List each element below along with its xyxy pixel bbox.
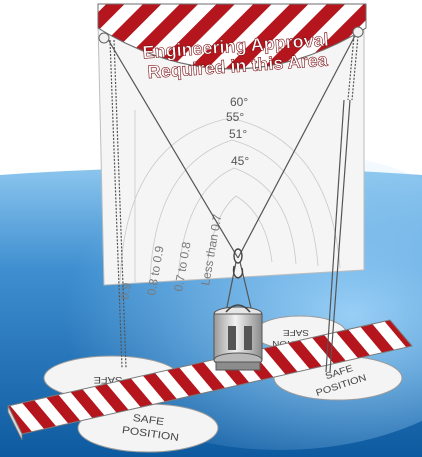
svg-text:SAFE: SAFE xyxy=(283,328,309,337)
angle-label-51: 51° xyxy=(229,127,247,141)
angle-label-45: 45° xyxy=(231,154,249,168)
zone-label-0-9: 0.9 xyxy=(117,281,134,300)
angle-label-55: 55° xyxy=(226,110,244,124)
angle-label-60: 60° xyxy=(230,95,248,109)
suspended-load xyxy=(214,305,262,370)
